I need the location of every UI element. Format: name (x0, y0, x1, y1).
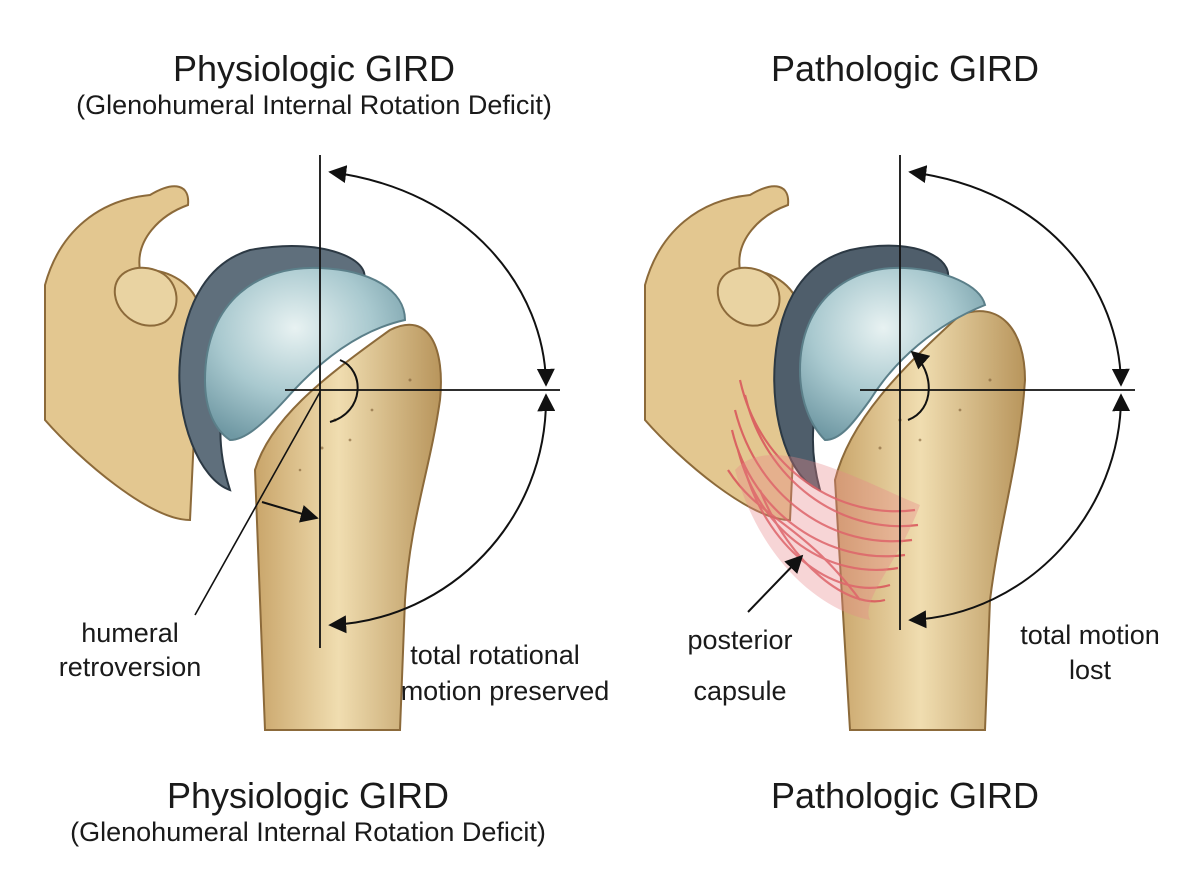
label-posterior: posterior (687, 625, 793, 655)
left-external-rotation-arrow (328, 165, 555, 387)
left-title-top: Physiologic GIRD (172, 48, 456, 89)
left-title-bottom: Physiologic GIRD (166, 775, 450, 816)
right-title-top: Pathologic GIRD (770, 48, 1040, 89)
posterior-capsule (727, 379, 919, 603)
label-lost: lost (1068, 655, 1112, 685)
left-subtitle-top: (Glenohumeral Internal Rotation Deficit) (76, 90, 552, 120)
right-coracoid (716, 266, 781, 327)
right-title-bottom: Pathologic GIRD (770, 775, 1040, 816)
posterior-capsule-shade (735, 455, 920, 620)
capsule-pointer-arrow (747, 554, 804, 613)
label-capsule: capsule (693, 676, 787, 706)
label-humeral: humeral (81, 618, 179, 648)
left-shoulder (44, 155, 560, 731)
left-coracoid (113, 266, 178, 327)
label-retroversion: retroversion (58, 652, 202, 682)
left-subtitle-bottom: (Glenohumeral Internal Rotation Deficit) (70, 817, 546, 847)
label-total-motion: total motion (1020, 620, 1160, 650)
left-retroversion-line (194, 391, 321, 616)
right-external-rotation-arrow (908, 165, 1130, 387)
left-scapula (44, 185, 202, 522)
right-internal-rotation-arrow (908, 393, 1131, 629)
left-retroversion-arrow (261, 501, 319, 523)
right-shoulder (644, 155, 1135, 731)
label-motion-preserved: motion preserved (400, 676, 610, 706)
label-total-rotational: total rotational (410, 640, 580, 670)
left-internal-rotation-arrow (328, 393, 556, 634)
